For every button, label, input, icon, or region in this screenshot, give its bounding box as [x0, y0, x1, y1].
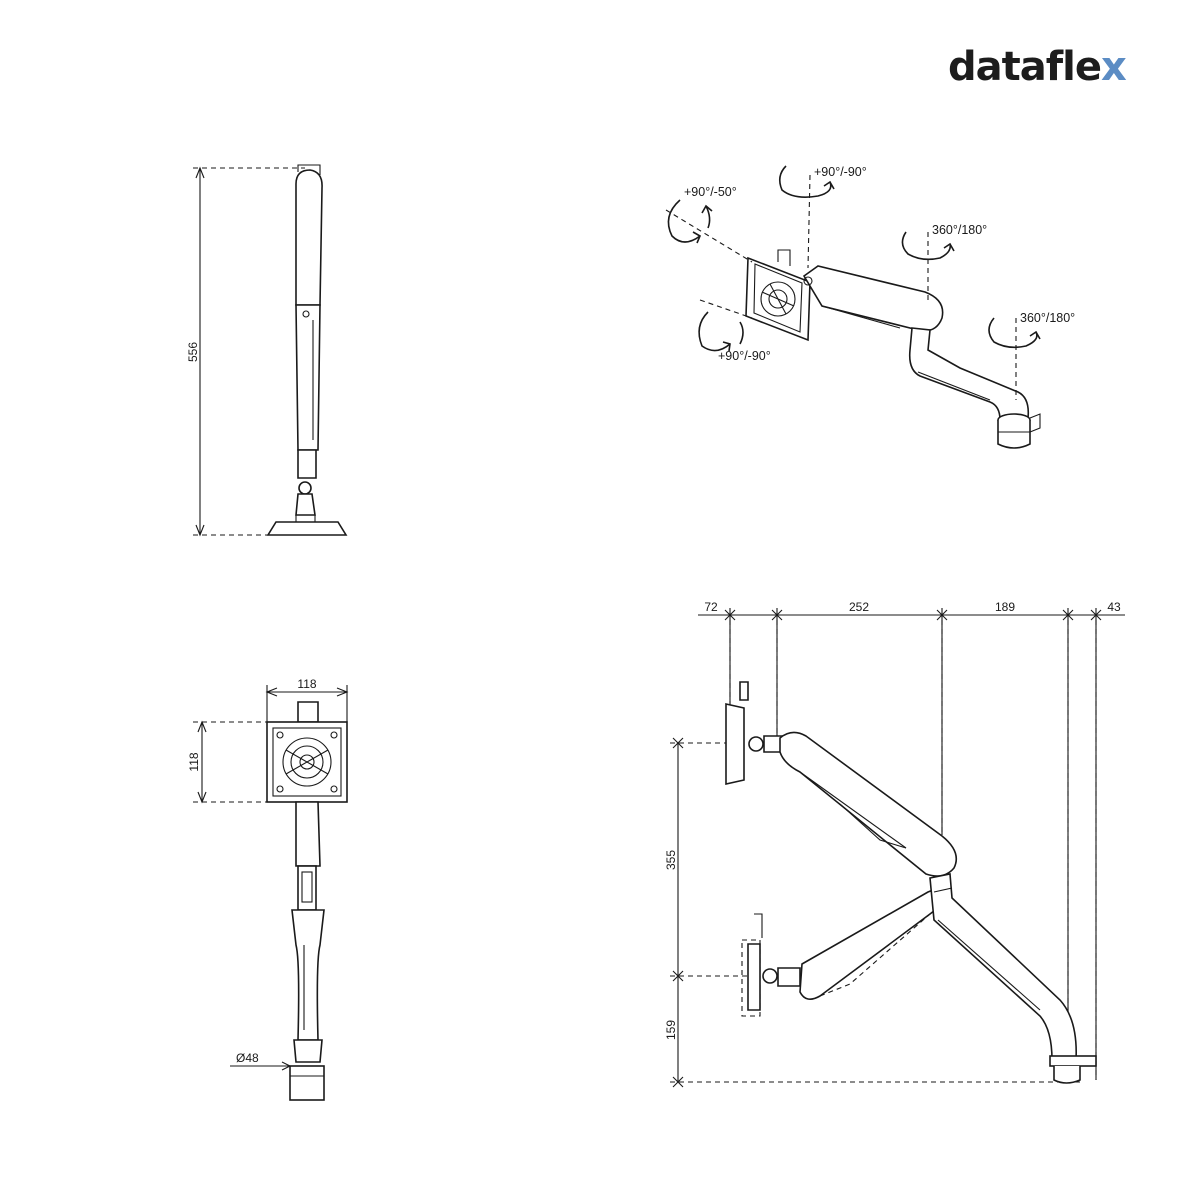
rotation-label-elbow: 360°/180° [932, 223, 987, 237]
side-height-label: 556 [186, 342, 200, 362]
rotation-label-base: 360°/180° [1020, 311, 1075, 325]
profile-dim-252: 252 [849, 600, 869, 614]
front-pole-diameter-label: Ø48 [236, 1051, 259, 1065]
iso-view-drawing [665, 165, 1041, 449]
side-view-drawing [193, 164, 348, 537]
rotation-label-rotate: +90°/-90° [718, 349, 771, 363]
profile-height-lower-label: 159 [664, 1020, 678, 1040]
rotation-label-tilt: +90°/-50° [684, 185, 737, 199]
profile-view-drawing [670, 608, 1125, 1088]
brand-logo: dataflex [948, 44, 1127, 90]
profile-dim-72: 72 [704, 600, 718, 614]
front-vesa-height-label: 118 [187, 752, 201, 771]
profile-dim-189: 189 [995, 600, 1015, 614]
profile-height-upper-label: 355 [664, 850, 678, 870]
profile-dim-43: 43 [1107, 600, 1121, 614]
front-vesa-width-label: 118 [297, 677, 316, 691]
front-view-drawing [193, 685, 349, 1101]
rotation-label-head-swivel: +90°/-90° [814, 165, 867, 179]
